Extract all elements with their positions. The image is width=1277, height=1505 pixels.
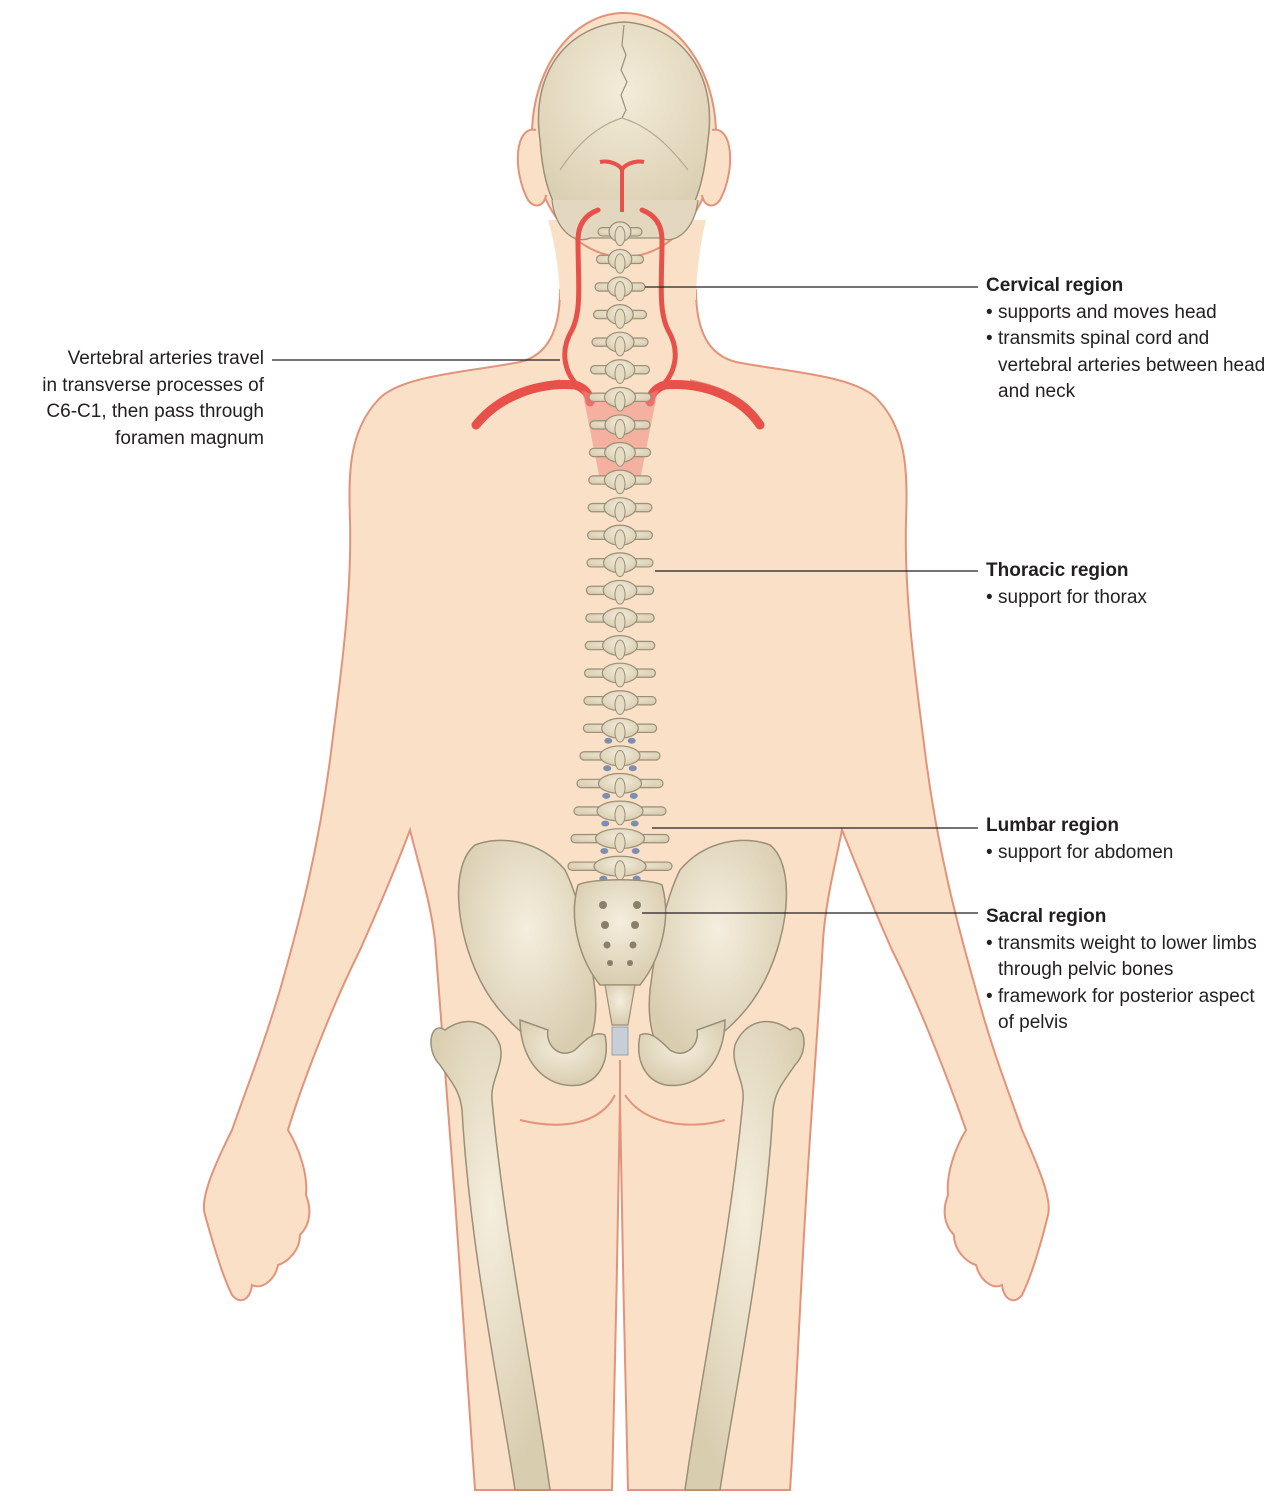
cervical-region-title: Cervical region bbox=[986, 275, 1124, 296]
vertebra bbox=[567, 855, 673, 882]
label-line: Vertebral arteries travel bbox=[67, 348, 264, 369]
vertebra bbox=[589, 414, 651, 440]
sacral-bullet: transmits weight to lower limbs through … bbox=[986, 931, 1271, 984]
vertebra bbox=[585, 607, 655, 633]
right-ear bbox=[701, 128, 732, 207]
sacral-region-label: Sacral region transmits weight to lower … bbox=[986, 904, 1271, 1037]
vertebra bbox=[582, 717, 658, 744]
vertebra bbox=[585, 579, 655, 605]
sagittal-suture bbox=[620, 24, 628, 119]
skull bbox=[537, 21, 711, 241]
foramen-magnum-artery bbox=[599, 159, 645, 212]
label-line: foramen magnum bbox=[115, 427, 264, 449]
vertebra bbox=[597, 221, 643, 247]
vertebra bbox=[576, 772, 664, 799]
gluteal-fold-right bbox=[624, 1094, 726, 1126]
vertebral-arteries-label: Vertebral arteries travel in transverse … bbox=[0, 346, 264, 452]
cervical-bullet: transmits spinal cord and vertebral arte… bbox=[986, 326, 1271, 406]
vertebra bbox=[586, 524, 653, 550]
coccyx-cartilage bbox=[611, 1026, 629, 1056]
vertebra bbox=[592, 304, 648, 329]
vertebra bbox=[588, 469, 652, 495]
femurs bbox=[430, 1020, 805, 1491]
label-line: C6-C1, then pass through bbox=[46, 401, 264, 422]
lambdoid-suture bbox=[559, 117, 689, 171]
vertebra bbox=[573, 800, 667, 827]
right-femur bbox=[684, 1020, 805, 1491]
gluteal-fold-left bbox=[519, 1094, 616, 1126]
vertebra bbox=[584, 635, 656, 660]
lumbar-bullet: support for abdomen bbox=[986, 840, 1271, 867]
vertebra bbox=[595, 248, 645, 274]
cervical-region-label: Cervical region supports and moves head … bbox=[986, 273, 1271, 406]
cervical-bullet: supports and moves head bbox=[986, 300, 1271, 327]
vertebra bbox=[583, 690, 657, 715]
vertebral-column bbox=[567, 221, 673, 882]
lumbar-region-label: Lumbar region support for abdomen bbox=[986, 813, 1271, 866]
vertebra bbox=[583, 662, 656, 688]
vertebra bbox=[587, 497, 653, 522]
vertebra bbox=[586, 552, 654, 578]
lumbar-region-title: Lumbar region bbox=[986, 815, 1120, 836]
sacrum bbox=[573, 879, 667, 986]
label-line: in transverse processes of bbox=[42, 374, 264, 396]
left-ear bbox=[516, 128, 547, 207]
vertebra bbox=[588, 386, 652, 412]
thoracic-region-label: Thoracic region support for thorax bbox=[986, 558, 1271, 611]
vertebral-artery-right bbox=[639, 207, 678, 395]
vertebra bbox=[591, 331, 649, 357]
vertebra bbox=[594, 276, 646, 302]
vertebra bbox=[570, 828, 670, 855]
left-femur bbox=[430, 1020, 551, 1491]
thoracic-bullet: support for thorax bbox=[986, 585, 1271, 612]
sacral-bullet: framework for posterior aspect of pelvis bbox=[986, 984, 1271, 1037]
coccyx bbox=[604, 984, 636, 1026]
thoracic-region-title: Thoracic region bbox=[986, 560, 1129, 581]
sacral-region-title: Sacral region bbox=[986, 906, 1107, 927]
sacral-foramina bbox=[599, 901, 641, 966]
leader-lines bbox=[272, 286, 978, 914]
vertebra bbox=[579, 745, 661, 772]
vertebral-artery-left bbox=[562, 207, 601, 395]
vertebra bbox=[588, 441, 652, 467]
left-ischium bbox=[519, 1018, 607, 1087]
right-ischium bbox=[638, 1018, 726, 1087]
vertebra bbox=[589, 359, 651, 384]
pelvis bbox=[457, 839, 788, 1087]
